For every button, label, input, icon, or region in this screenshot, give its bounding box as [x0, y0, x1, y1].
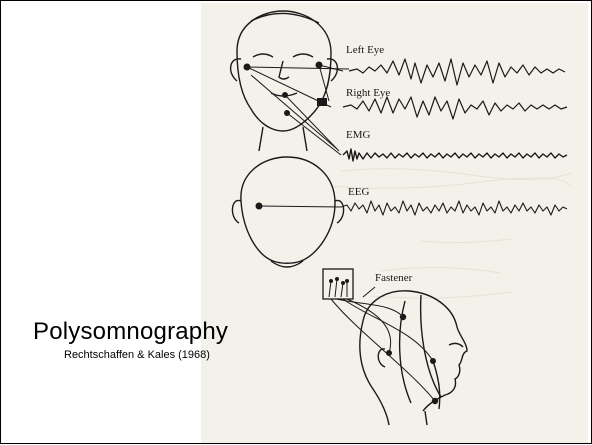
lead-clip [317, 98, 327, 106]
eeg-label: EEG [348, 186, 369, 198]
slide-title: Polysomnography [33, 318, 228, 346]
emg-label: EMG [346, 129, 371, 141]
fastener-label: Fastener [375, 272, 413, 284]
scanned-paper [201, 3, 588, 443]
citation: Rechtschaffen & Kales (1968) [64, 349, 210, 361]
fastener-box [323, 269, 353, 299]
right-eye-label: Right Eye [346, 87, 390, 99]
left-eye-label: Left Eye [346, 44, 384, 56]
